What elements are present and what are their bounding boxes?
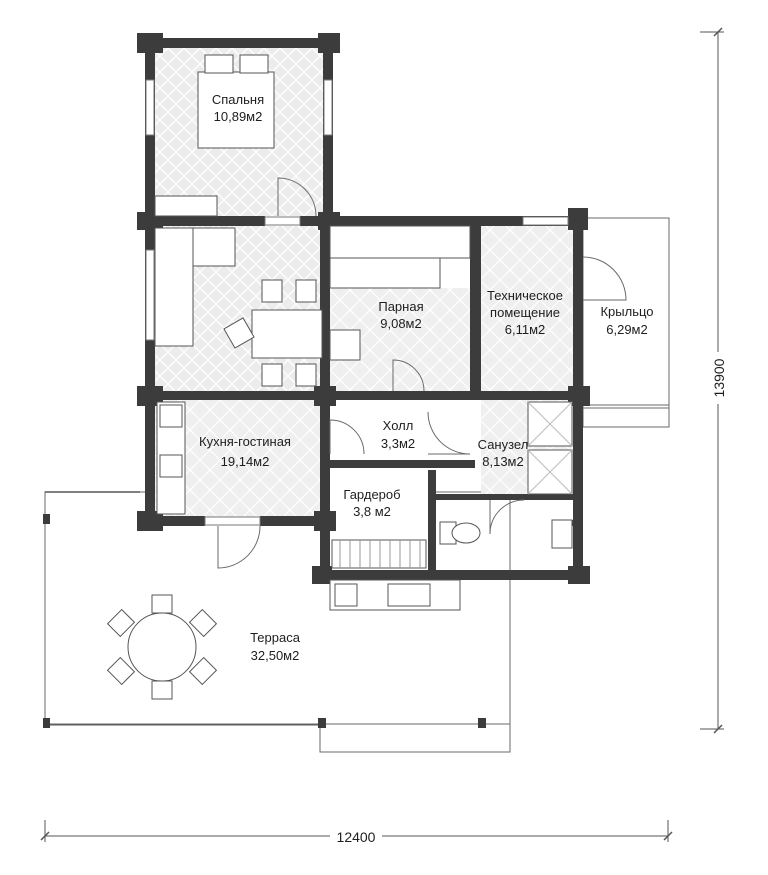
room-name-porch: Крыльцо — [600, 304, 653, 319]
room-labels: Спальня 10,89м2 Кухня-гостиная 19,14м2 П… — [199, 92, 654, 663]
room-area-bathroom: 8,13м2 — [482, 454, 523, 469]
bed — [154, 54, 275, 217]
room-name-kitchen-living: Кухня-гостиная — [199, 434, 291, 449]
room-area-porch: 6,29м2 — [606, 322, 647, 337]
wardrobe-rail — [331, 539, 427, 569]
outdoor-counter — [329, 579, 461, 611]
room-area-kitchen-living: 19,14м2 — [221, 454, 270, 469]
terrace-posts — [43, 514, 486, 728]
dimension-width-label: 12400 — [337, 829, 376, 845]
room-area-wardrobe: 3,8 м2 — [353, 504, 391, 519]
bathroom-fixtures — [439, 401, 573, 549]
living-furniture — [154, 227, 323, 387]
room-name-technical-line1: Техническое — [487, 288, 563, 303]
doors — [217, 177, 627, 569]
sauna-bench — [329, 225, 471, 361]
room-area-hall: 3,3м2 — [381, 436, 415, 451]
room-area-bedroom: 10,89м2 — [214, 109, 263, 124]
room-name-technical-line2: помещение — [490, 305, 560, 320]
round-table — [106, 594, 218, 700]
room-area-terrace: 32,50м2 — [251, 648, 300, 663]
dimension-height: 13900 — [700, 27, 728, 734]
room-name-bathroom: Санузел — [478, 437, 529, 452]
windows — [145, 79, 569, 526]
dimension-height-label: 13900 — [711, 358, 727, 397]
room-name-hall: Холл — [383, 418, 414, 433]
room-name-wardrobe: Гардероб — [343, 487, 400, 502]
room-area-steam-room: 9,08м2 — [380, 316, 421, 331]
dimension-width: 12400 — [40, 820, 673, 846]
room-name-bedroom: Спальня — [212, 92, 264, 107]
room-name-steam-room: Парная — [378, 299, 423, 314]
room-name-terrace: Терраса — [250, 630, 301, 645]
kitchen-unit — [156, 401, 186, 515]
room-area-technical: 6,11м2 — [505, 322, 546, 337]
